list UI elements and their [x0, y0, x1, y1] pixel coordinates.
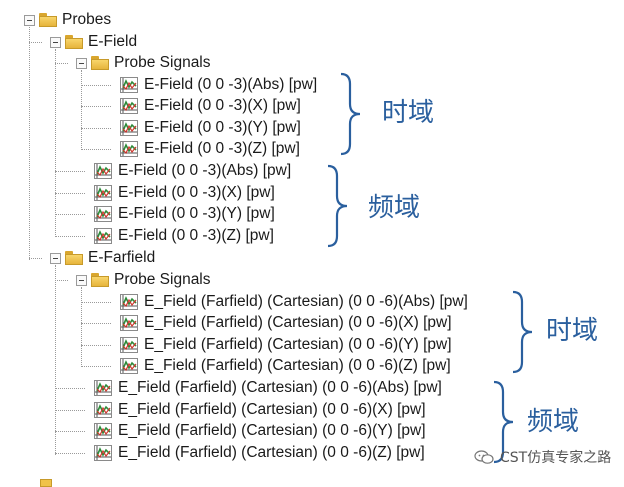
signal-curve-icon [94, 185, 112, 201]
tree-leaf-signal[interactable]: E-Field (0 0 -3)(Abs) [pw] [94, 160, 291, 182]
tree-node-efield-probe-signals[interactable]: Probe Signals [76, 52, 211, 74]
tree-leaf-signal[interactable]: E-Field (0 0 -3)(X) [pw] [120, 95, 301, 117]
brace-freq-efarfield [493, 380, 514, 464]
signal-label: E_Field (Farfield) (Cartesian) (0 0 -6)(… [144, 314, 452, 331]
annotation-freq-domain: 频域 [368, 193, 421, 223]
signal-label: E_Field (Farfield) (Cartesian) (0 0 -6)(… [144, 336, 452, 353]
annotation-time-domain: 时域 [546, 316, 599, 346]
tree-node-probes[interactable]: Probes [24, 9, 111, 31]
brace-freq-efield [327, 164, 348, 248]
signal-label: E-Field (0 0 -3)(Z) [pw] [118, 227, 274, 244]
node-label: Probe Signals [114, 54, 211, 71]
signal-curve-icon [120, 141, 138, 157]
signal-curve-icon [120, 120, 138, 136]
folder-icon [65, 251, 83, 265]
tree-leaf-signal[interactable]: E-Field (0 0 -3)(Y) [pw] [120, 117, 301, 139]
folder-icon [91, 56, 109, 70]
signal-curve-icon [94, 206, 112, 222]
annotation-time-domain: 时域 [382, 98, 435, 128]
signal-label: E-Field (0 0 -3)(Y) [pw] [118, 205, 275, 222]
collapse-toggle-icon[interactable] [76, 274, 87, 286]
signal-label: E-Field (0 0 -3)(Y) [pw] [144, 119, 301, 136]
collapse-toggle-icon[interactable] [24, 14, 35, 26]
tree-leaf-signal[interactable]: E_Field (Farfield) (Cartesian) (0 0 -6)(… [94, 442, 425, 464]
tree-leaf-signal[interactable]: E-Field (0 0 -3)(Y) [pw] [94, 203, 275, 225]
signal-curve-icon [94, 423, 112, 439]
tree-leaf-signal[interactable]: E-Field (0 0 -3)(X) [pw] [94, 182, 275, 204]
signal-label: E_Field (Farfield) (Cartesian) (0 0 -6)(… [118, 422, 426, 439]
tree-leaf-signal[interactable]: E_Field (Farfield) (Cartesian) (0 0 -6)(… [94, 377, 442, 399]
tree-leaf-signal[interactable]: E_Field (Farfield) (Cartesian) (0 0 -6)(… [120, 334, 452, 356]
tree-leaf-signal[interactable]: E_Field (Farfield) (Cartesian) (0 0 -6)(… [120, 291, 468, 313]
signal-label: E_Field (Farfield) (Cartesian) (0 0 -6)(… [144, 293, 468, 310]
signal-curve-icon [120, 294, 138, 310]
folder-icon [40, 479, 52, 487]
signal-curve-icon [94, 228, 112, 244]
folder-icon [39, 13, 57, 27]
tree-leaf-signal[interactable]: E-Field (0 0 -3)(Z) [pw] [94, 225, 274, 247]
signal-label: E-Field (0 0 -3)(Z) [pw] [144, 140, 300, 157]
signal-label: E-Field (0 0 -3)(X) [pw] [118, 184, 275, 201]
node-label: E-Farfield [88, 249, 156, 266]
brace-time-efield [340, 72, 361, 156]
tree-node-efarfield-probe-signals[interactable]: Probe Signals [76, 269, 211, 291]
tree-leaf-signal[interactable]: E-Field (0 0 -3)(Abs) [pw] [120, 74, 317, 96]
signal-label: E_Field (Farfield) (Cartesian) (0 0 -6)(… [118, 401, 426, 418]
signal-curve-icon [94, 163, 112, 179]
tree-leaf-signal[interactable]: E_Field (Farfield) (Cartesian) (0 0 -6)(… [94, 420, 426, 442]
brace-time-efarfield [512, 290, 533, 374]
collapse-toggle-icon[interactable] [76, 57, 87, 69]
folder-icon [91, 273, 109, 287]
wechat-icon [474, 450, 494, 464]
node-label: E-Field [88, 33, 138, 50]
signal-curve-icon [120, 98, 138, 114]
tree-node-efield[interactable]: E-Field [50, 31, 137, 53]
tree-node-efarfield[interactable]: E-Farfield [50, 247, 155, 269]
signal-curve-icon [94, 402, 112, 418]
signal-label: E_Field (Farfield) (Cartesian) (0 0 -6)(… [144, 357, 451, 374]
signal-curve-icon [94, 380, 112, 396]
signal-curve-icon [120, 358, 138, 374]
watermark: CST仿真专家之路 [474, 447, 611, 467]
signal-label: E_Field (Farfield) (Cartesian) (0 0 -6)(… [118, 444, 425, 461]
signal-label: E-Field (0 0 -3)(Abs) [pw] [144, 76, 318, 93]
collapse-toggle-icon[interactable] [50, 252, 61, 264]
signal-curve-icon [120, 77, 138, 93]
node-label: Probe Signals [114, 271, 211, 288]
tree-leaf-signal[interactable]: E-Field (0 0 -3)(Z) [pw] [120, 138, 300, 160]
signal-label: E_Field (Farfield) (Cartesian) (0 0 -6)(… [118, 379, 442, 396]
annotation-freq-domain: 频域 [527, 407, 580, 437]
signal-curve-icon [120, 337, 138, 353]
watermark-text: CST仿真专家之路 [500, 450, 612, 466]
signal-curve-icon [94, 445, 112, 461]
tree-leaf-signal[interactable]: E_Field (Farfield) (Cartesian) (0 0 -6)(… [120, 312, 452, 334]
tree-leaf-signal[interactable]: E_Field (Farfield) (Cartesian) (0 0 -6)(… [94, 399, 426, 421]
signal-curve-icon [120, 315, 138, 331]
tree-leaf-signal[interactable]: E_Field (Farfield) (Cartesian) (0 0 -6)(… [120, 355, 451, 377]
collapse-toggle-icon[interactable] [50, 36, 61, 48]
folder-icon [65, 35, 83, 49]
signal-label: E-Field (0 0 -3)(X) [pw] [144, 97, 301, 114]
signal-label: E-Field (0 0 -3)(Abs) [pw] [118, 162, 292, 179]
node-label: Probes [62, 11, 112, 28]
